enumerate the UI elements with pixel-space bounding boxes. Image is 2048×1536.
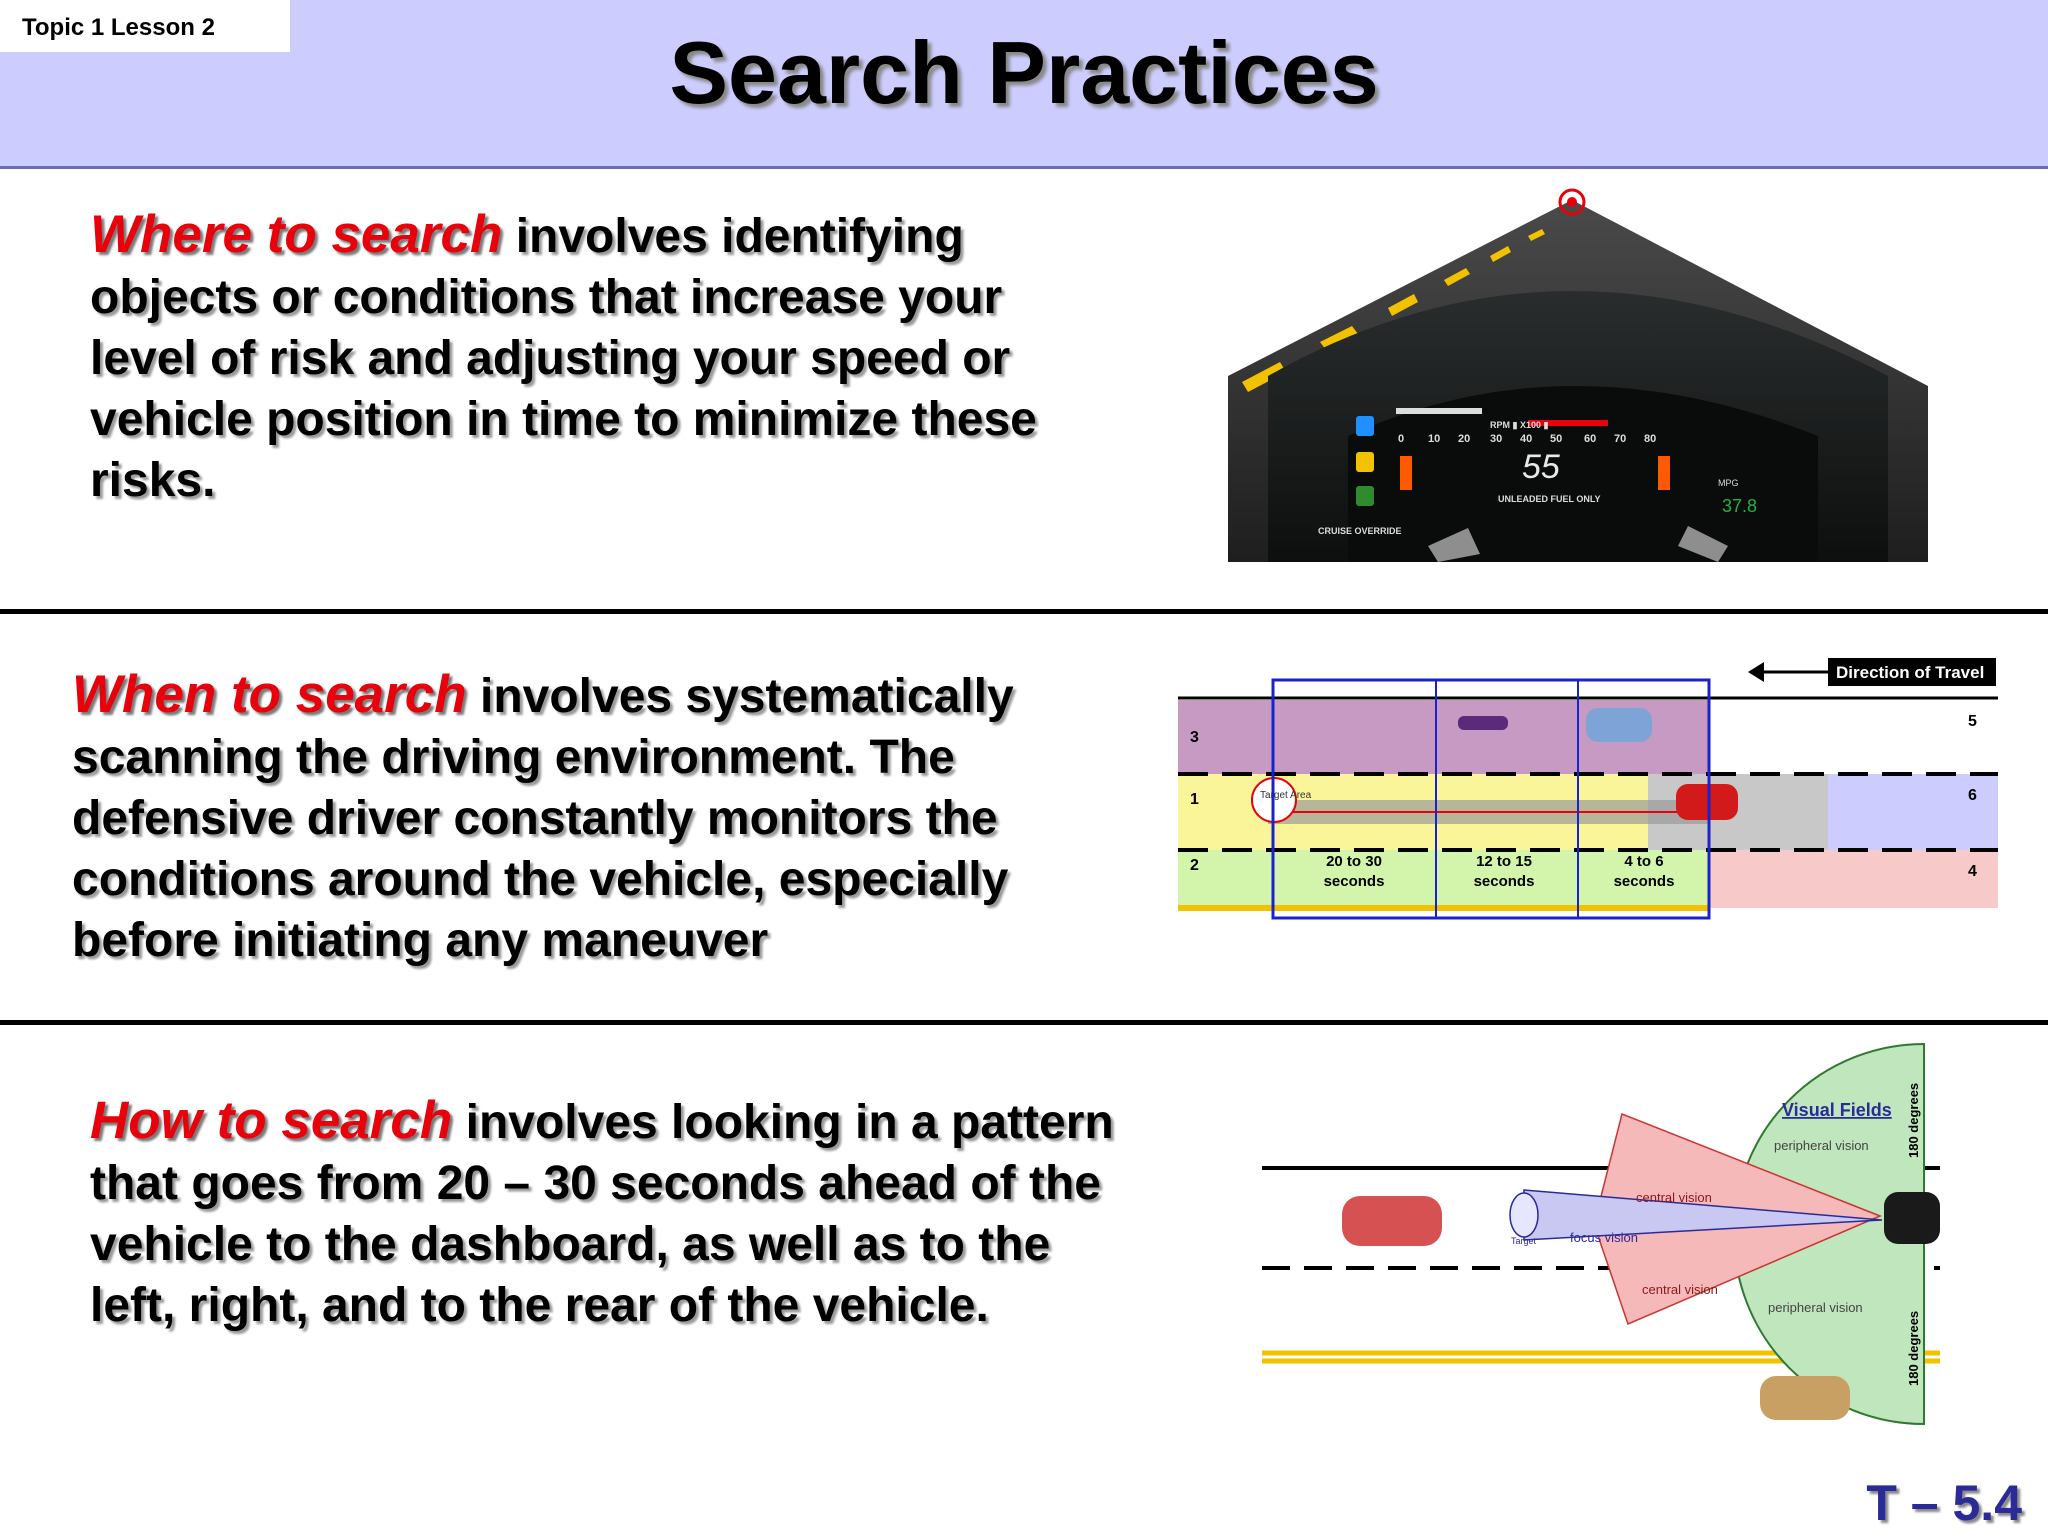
slide-number: T – 5.4 (1866, 1475, 2022, 1531)
svg-text:seconds: seconds (1614, 873, 1675, 890)
svg-text:80: 80 (1644, 433, 1656, 445)
svg-text:12 to 15: 12 to 15 (1476, 853, 1532, 870)
svg-text:60: 60 (1584, 433, 1596, 445)
svg-text:seconds: seconds (1324, 873, 1385, 890)
other-car-icon (1586, 708, 1652, 742)
visual-fields-title: Visual Fields (1782, 1100, 1892, 1120)
target-label: Target (1511, 1236, 1537, 1246)
svg-text:0: 0 (1398, 433, 1404, 445)
central-vision-bottom-label: central vision (1642, 1282, 1718, 1297)
svg-text:Target Area: Target Area (1260, 790, 1312, 801)
svg-text:30: 30 (1490, 433, 1502, 445)
where-to-search-key: Where to search (90, 205, 503, 264)
svg-text:Direction of Travel: Direction of Travel (1836, 663, 1984, 682)
zone-2 (1178, 850, 1708, 908)
svg-text:4 to 6: 4 to 6 (1624, 853, 1663, 870)
car-ahead-icon (1342, 1196, 1442, 1246)
section-divider-1 (0, 609, 2048, 614)
svg-text:20 to 30: 20 to 30 (1326, 853, 1382, 870)
svg-text:40: 40 (1520, 433, 1532, 445)
lane-numbers: 3 1 2 5 6 4 (1190, 713, 1977, 880)
search-frame (1271, 678, 1711, 920)
own-car-icon (1884, 1192, 1940, 1244)
focus-vision-label: focus vision (1570, 1230, 1638, 1245)
peripheral-vision-bottom-label: peripheral vision (1768, 1300, 1863, 1315)
zone-6 (1828, 774, 1998, 850)
indicator-light-green (1356, 486, 1374, 506)
mpg-value: 37.8 (1722, 496, 1757, 516)
svg-text:5: 5 (1968, 713, 1977, 730)
redline-bar (1528, 420, 1608, 426)
right-stalk (1678, 526, 1728, 562)
svg-text:10: 10 (1428, 433, 1440, 445)
svg-text:2: 2 (1190, 857, 1199, 874)
adjacent-car-icon (1760, 1376, 1850, 1420)
svg-text:4: 4 (1968, 863, 1977, 880)
fuel-label: UNLEADED FUEL ONLY (1498, 494, 1601, 504)
page-title-text: Search Practices (669, 23, 1379, 122)
rpm-tick-bar (1396, 408, 1482, 414)
svg-text:70: 70 (1614, 433, 1626, 445)
fuel-bar (1658, 456, 1670, 490)
search-zones-diagram: Direction of Travel Target Area 3 1 2 5 … (1178, 658, 1998, 920)
section-divider-2 (0, 1020, 2048, 1025)
when-to-search-key: When to search (72, 665, 467, 724)
topic-lesson-label: Topic 1 Lesson 2 (0, 0, 290, 52)
svg-text:20: 20 (1458, 433, 1470, 445)
motorcycle-icon (1458, 716, 1508, 730)
page-title: Search Practices (0, 22, 2048, 124)
peripheral-vision-top-label: peripheral vision (1774, 1138, 1869, 1153)
degrees-top-label: 180 degrees (1906, 1083, 1921, 1158)
gauge-ticks: 0 10 20 30 40 50 60 70 80 (1398, 433, 1656, 445)
temp-bar (1400, 456, 1412, 490)
target-ellipse (1509, 1192, 1539, 1238)
dashboard-illustration: RPM ▮ X100 ▮ 0 10 20 30 40 50 60 70 80 5… (1228, 188, 1928, 562)
how-to-search-body: involves looking in a pattern that goes … (90, 1096, 1114, 1332)
own-car-icon (1676, 784, 1738, 820)
when-to-search-text: When to search involves systematically s… (72, 664, 1112, 971)
indicator-light-blue (1356, 416, 1374, 436)
svg-text:3: 3 (1190, 729, 1199, 746)
gauge-cluster (1348, 386, 1818, 562)
where-to-search-text: Where to search involves identifying obj… (90, 204, 1100, 511)
svg-text:50: 50 (1550, 433, 1562, 445)
when-to-search-body: involves systematically scanning the dri… (72, 670, 1014, 967)
how-to-search-key: How to search (90, 1091, 453, 1150)
direction-of-travel: Direction of Travel (1748, 658, 1996, 686)
degrees-bottom-label: 180 degrees (1906, 1311, 1921, 1386)
svg-text:seconds: seconds (1474, 873, 1535, 890)
where-to-search-body: involves identifying objects or conditio… (90, 210, 1037, 507)
time-labels: 20 to 30 seconds 12 to 15 seconds 4 to 6… (1324, 853, 1675, 890)
lane-stripes (1242, 229, 1545, 392)
header-band: Topic 1 Lesson 2 Search Practices (0, 0, 2048, 169)
central-vision-top-label: central vision (1636, 1190, 1712, 1205)
zone-4 (1708, 850, 1998, 908)
mpg-label: MPG (1718, 478, 1739, 488)
rpm-label: RPM ▮ X100 ▮ (1490, 420, 1548, 430)
svg-text:6: 6 (1968, 787, 1977, 804)
visual-fields-diagram: Visual Fields peripheral vision peripher… (1262, 1042, 1940, 1426)
svg-text:1: 1 (1190, 791, 1199, 808)
target-marker-icon (1558, 188, 1586, 216)
how-to-search-text: How to search involves looking in a patt… (90, 1090, 1120, 1336)
indicator-light-yellow (1356, 452, 1374, 472)
arrow-left-icon (1748, 662, 1764, 682)
digital-speed: 55 (1522, 448, 1560, 486)
cruise-label: CRUISE OVERRIDE (1318, 526, 1402, 536)
left-stalk (1428, 528, 1480, 562)
